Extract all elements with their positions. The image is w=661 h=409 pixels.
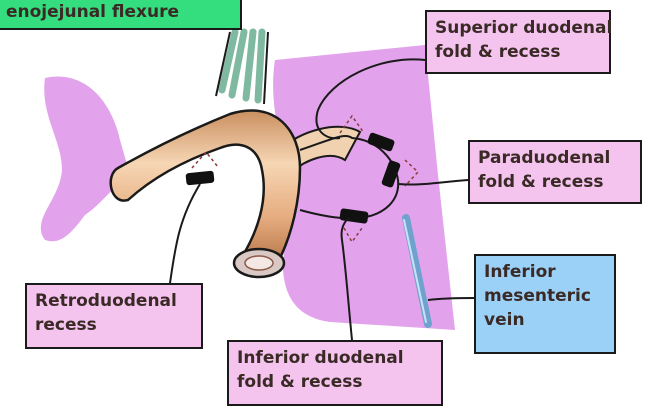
paraduodenal-label-line-2: fold & recess [478, 170, 632, 194]
paraduodenal-label-line-1: Paraduodenal [478, 146, 632, 170]
superior-label-line-1: Superior duodenal [435, 16, 601, 40]
imv-label-line-1: Inferior [484, 260, 606, 284]
retroduodenal-label-line-1: Retroduodenal [35, 289, 193, 313]
inferior-label-line-1: Inferior duodenal [237, 346, 433, 370]
inferior-duodenal-fold-label: Inferior duodenal fold & recess [227, 340, 443, 406]
flexure-label-text: enojejunal flexure [6, 0, 230, 24]
retroduodenal-label-line-2: recess [35, 313, 193, 337]
duodenum [111, 110, 300, 262]
superior-label-line-2: fold & recess [435, 40, 601, 64]
posterior-peritoneum [273, 45, 455, 330]
retroduodenal-fold-marker [185, 171, 214, 186]
imv-label-line-3: vein [484, 308, 606, 332]
duodenojejunal-flexure-label: enojejunal flexure [0, 0, 242, 30]
superior-duodenal-fold-label: Superior duodenal fold & recess [425, 10, 611, 74]
duodenum-lumen-inner [245, 256, 273, 270]
leader-retroduodenal [170, 184, 200, 283]
inferior-mesenteric-vein-label: Inferior mesenteric vein [474, 254, 616, 354]
paraduodenal-fold-label: Paraduodenal fold & recess [468, 140, 642, 204]
left-peritoneum-lobe [41, 77, 130, 242]
retroduodenal-recess-label: Retroduodenal recess [25, 283, 203, 349]
inferior-label-line-2: fold & recess [237, 370, 433, 394]
imv-label-line-2: mesenteric [484, 284, 606, 308]
